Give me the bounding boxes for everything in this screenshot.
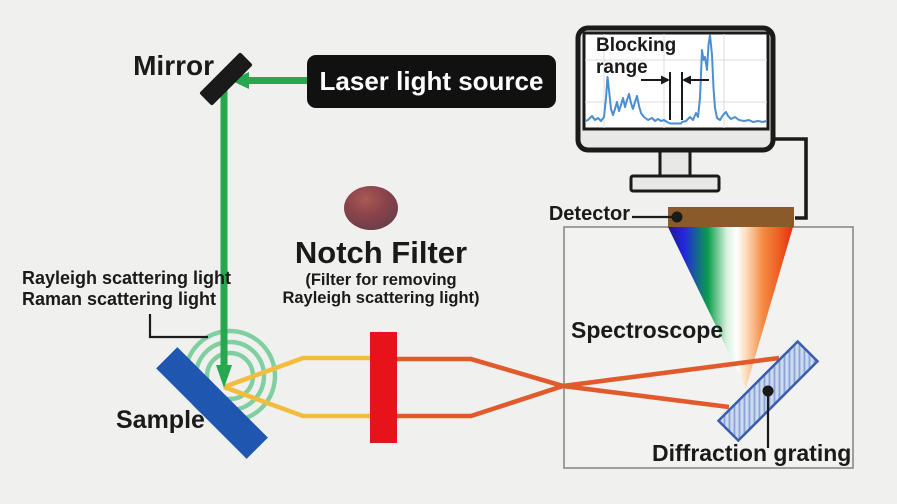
diffraction-grating-label: Diffraction grating <box>652 440 852 466</box>
pre-filter-beam-lower <box>223 384 372 419</box>
detector-pointer-dot <box>671 211 683 223</box>
notch-filter-sphere <box>344 186 398 230</box>
dispersed-spectrum-cone <box>668 227 793 388</box>
laser-source-label: Laser light source <box>319 65 544 96</box>
raman-light-label: Raman scattering light <box>22 289 217 309</box>
post-filter-beam-lower <box>396 355 780 419</box>
pre-filter-beam-upper <box>223 355 372 390</box>
spectrum-trace <box>585 34 767 125</box>
notch-filter-subtitle: (Filter for removing Rayleigh scattering… <box>282 271 480 308</box>
sample-bar <box>156 347 268 459</box>
blocking-range-label: Blocking range <box>596 35 677 79</box>
laser-arrowhead-left-icon <box>231 72 249 89</box>
spectrum-chart <box>585 34 767 128</box>
detector-label: Detector <box>548 203 630 225</box>
grating-pointer-dot <box>762 385 774 397</box>
laser-beam-horizontal <box>247 77 309 84</box>
spectroscope-label: Spectroscope <box>571 317 724 343</box>
laser-arrowhead-down-icon <box>216 365 232 388</box>
rayleigh-light-label: Rayleigh scattering light <box>22 268 232 288</box>
monitor-cable <box>772 137 808 220</box>
laser-source-box <box>307 55 556 108</box>
laser-beam-vertical <box>220 86 228 368</box>
blocking-arrow-left-icon <box>661 75 670 85</box>
post-filter-beam-upper <box>396 356 730 410</box>
detector-bar <box>668 207 794 227</box>
scattering-labels: Rayleigh scattering light Raman scatteri… <box>22 268 231 310</box>
sample-label: Sample <box>116 406 205 434</box>
mirror-label: Mirror <box>133 50 214 81</box>
notch-filter-title: Notch Filter <box>294 235 468 270</box>
monitor-stand-base <box>629 174 721 193</box>
blocking-arrow-right-icon <box>682 75 691 85</box>
notch-filter-bar <box>370 332 397 443</box>
mirror-bar <box>199 52 253 106</box>
scattering-label-connector <box>148 314 208 339</box>
